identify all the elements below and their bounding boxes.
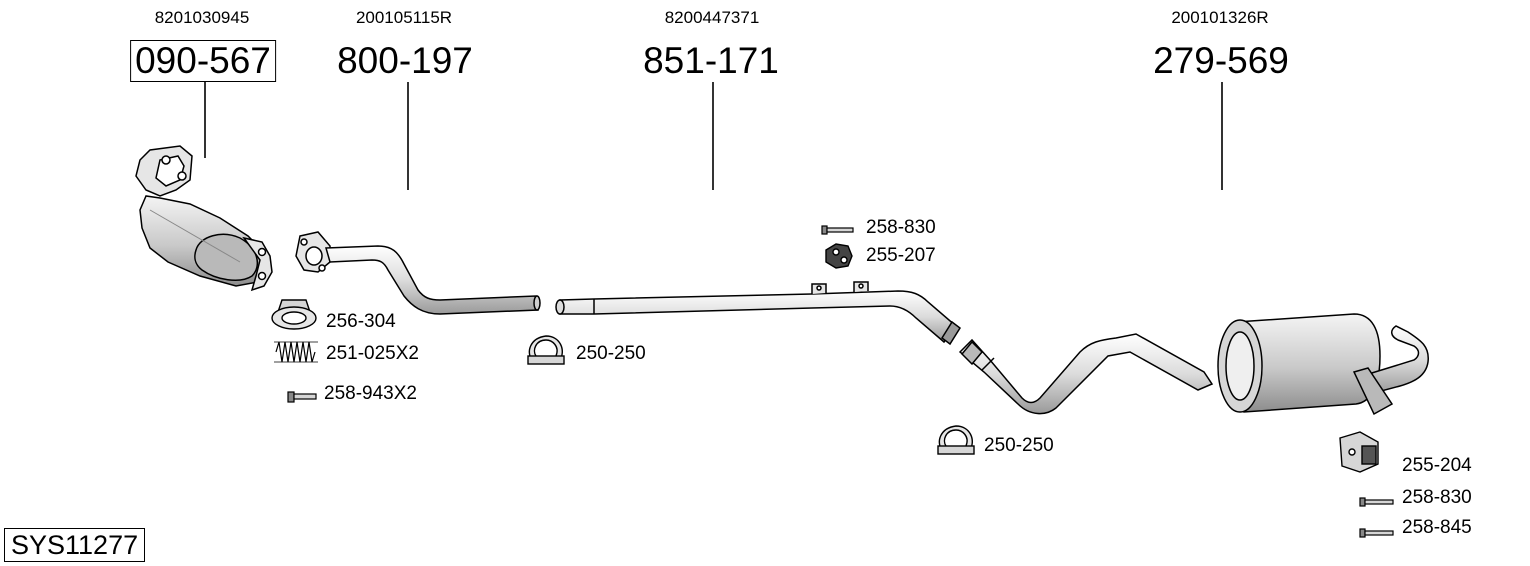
oem-number-1: 8201030945: [154, 8, 250, 27]
part-number-2[interactable]: 800-197: [337, 40, 473, 81]
bolt-icon: [287, 391, 317, 403]
accessory-label-9[interactable]: 258-830: [1402, 487, 1472, 508]
clamp-icon: [937, 425, 975, 455]
oem-number-2: 200105115R: [355, 8, 453, 27]
spring-icon: [274, 341, 318, 363]
middle-pipe-drawing: [555, 281, 962, 346]
accessory-label-2[interactable]: 251-025X2: [326, 343, 419, 364]
bolt-icon: [1359, 528, 1394, 538]
clamp-icon: [527, 335, 565, 365]
system-code: SYS11277: [4, 528, 146, 562]
bolt-icon: [821, 225, 854, 235]
oem-number-4: 200101326R: [1171, 8, 1269, 27]
accessory-label-1[interactable]: 256-304: [326, 311, 396, 332]
gasket-icon: [271, 299, 317, 330]
accessory-label-4[interactable]: 250-250: [576, 343, 646, 364]
accessory-label-6[interactable]: 255-207: [866, 245, 936, 266]
accessory-label-3[interactable]: 258-943X2: [324, 383, 417, 404]
part-number-1[interactable]: 090-567: [130, 40, 276, 82]
bolt-icon: [1359, 497, 1394, 507]
part-number-3[interactable]: 851-171: [643, 40, 779, 81]
catalytic-converter-drawing: [135, 145, 273, 292]
bracket-icon: [1339, 431, 1379, 473]
rubber-mount-icon: [825, 243, 853, 269]
front-pipe-drawing: [295, 231, 541, 315]
accessory-label-8[interactable]: 255-204: [1402, 455, 1472, 476]
accessory-label-7[interactable]: 250-250: [984, 435, 1054, 456]
rear-silencer-drawing: [958, 313, 1429, 416]
part-number-4[interactable]: 279-569: [1153, 40, 1289, 81]
accessory-label-10[interactable]: 258-845: [1402, 517, 1472, 538]
oem-number-3: 8200447371: [664, 8, 760, 27]
leader-lines: [204, 82, 1223, 190]
accessory-label-5[interactable]: 258-830: [866, 217, 936, 238]
